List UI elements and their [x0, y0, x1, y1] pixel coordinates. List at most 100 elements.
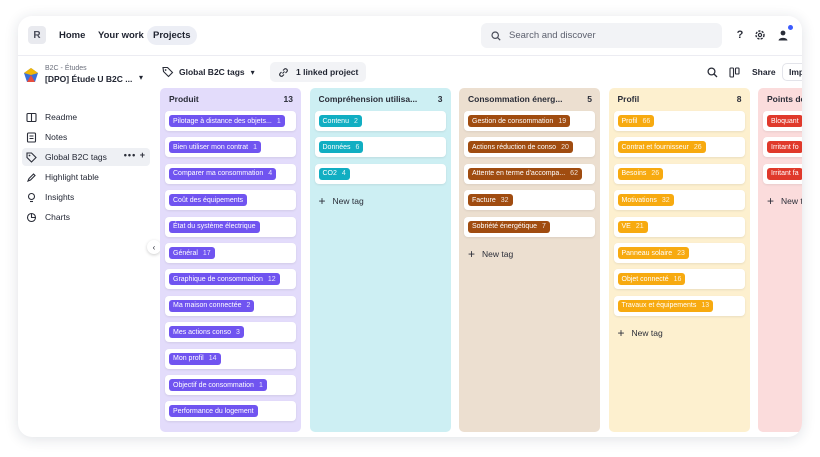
- board-view-icon[interactable]: [729, 63, 740, 81]
- tag-pill: VE 21: [617, 220, 648, 233]
- chevron-down-icon: ▾: [250, 67, 255, 77]
- linked-project-button[interactable]: 1 linked project: [270, 62, 367, 82]
- new-tag-label: New tag: [631, 328, 663, 339]
- tag-card[interactable]: Attente en terme d'accompa...62: [464, 163, 595, 184]
- tag-label: Bien utiliser mon contrat: [173, 143, 249, 151]
- nav-projects[interactable]: Projects: [147, 26, 197, 45]
- tag-count: 21: [635, 223, 644, 231]
- tag-label: Pilotage à distance des objets...: [173, 117, 272, 125]
- new-tag-button[interactable]: +New tag: [468, 248, 513, 260]
- tag-label: VE: [621, 223, 631, 231]
- tag-card[interactable]: Coût des équipements: [165, 190, 296, 211]
- column-title: Produit: [169, 94, 199, 104]
- import-button[interactable]: Import: [782, 63, 802, 81]
- new-tag-button[interactable]: +New tag: [767, 195, 802, 207]
- workspace-avatar[interactable]: R: [28, 26, 46, 44]
- tag-pill: État du système électrique: [169, 220, 260, 233]
- column-header[interactable]: Consommation énerg...5: [468, 94, 592, 106]
- collapse-sidebar-icon[interactable]: ‹: [147, 240, 161, 254]
- tag-count: 23: [677, 249, 685, 257]
- tag-card[interactable]: Bloquant: [763, 111, 802, 131]
- tag-label: Performance du logement: [173, 407, 254, 415]
- tag-card[interactable]: VE 21: [613, 216, 745, 237]
- tag-count: 16: [673, 275, 682, 283]
- column-header[interactable]: Points de: [767, 94, 802, 106]
- search-icon: [491, 30, 501, 41]
- sidebar-item-readme[interactable]: Readme: [22, 108, 150, 126]
- tag-pill: Irritant fo: [767, 141, 802, 154]
- user-avatar-icon[interactable]: [775, 27, 791, 43]
- new-tag-label: New tag: [781, 196, 802, 207]
- new-tag-button[interactable]: +New tag: [319, 195, 364, 207]
- search-icon[interactable]: [707, 63, 718, 81]
- settings-icon[interactable]: [752, 27, 768, 43]
- share-button[interactable]: Share: [752, 67, 776, 77]
- sidebar-item-notes[interactable]: Notes: [22, 128, 150, 146]
- tag-label: Panneau solaire: [621, 249, 673, 257]
- tag-card[interactable]: Irritant fo: [763, 137, 802, 158]
- project-switcher[interactable]: B2C - Études [DPO] Étude U B2C ... ▾: [23, 65, 151, 87]
- sidebar-item-charts[interactable]: Charts: [22, 208, 150, 226]
- tag-pill: Coût des équipements: [169, 194, 248, 207]
- search-bar[interactable]: Search and discover: [481, 23, 722, 48]
- tag-board-selector[interactable]: Global B2C tags ▾: [162, 63, 255, 81]
- sidebar-item-insights[interactable]: Insights: [22, 188, 150, 206]
- chevron-down-icon[interactable]: ▾: [139, 73, 144, 82]
- tag-label: État du système électrique: [173, 223, 256, 231]
- tag-card[interactable]: Performance du logement: [165, 401, 296, 422]
- more-actions-icon[interactable]: ••• +: [123, 150, 146, 160]
- tag-pill: Attente en terme d'accompa...62: [468, 167, 582, 180]
- help-icon[interactable]: ?: [736, 29, 744, 41]
- sidebar-item-global-b2c-tags[interactable]: Global B2C tags ••• +: [22, 148, 150, 166]
- tag-card[interactable]: État du système électrique: [165, 216, 296, 237]
- tag-label: Ma maison connectée: [173, 302, 242, 310]
- nav-home[interactable]: Home: [59, 30, 86, 41]
- new-tag-label: New tag: [482, 249, 514, 259]
- tag-card[interactable]: Panneau solaire 23: [613, 243, 745, 263]
- column-header[interactable]: Compréhension utilisa...3: [319, 94, 443, 106]
- tag-count: 66: [642, 117, 651, 125]
- tag-card[interactable]: Irritant fa: [763, 163, 802, 184]
- tag-card[interactable]: Pilotage à distance des objets...1: [165, 111, 296, 131]
- tag-label: Travaux et équipements: [621, 302, 697, 310]
- tag-label: Facture: [472, 196, 496, 204]
- nav-your-work[interactable]: Your work: [98, 30, 144, 41]
- tag-label: Motivations: [621, 196, 657, 204]
- new-tag-button[interactable]: +New tag: [618, 327, 663, 339]
- sidebar-item-highlight-table[interactable]: Highlight table: [22, 168, 150, 186]
